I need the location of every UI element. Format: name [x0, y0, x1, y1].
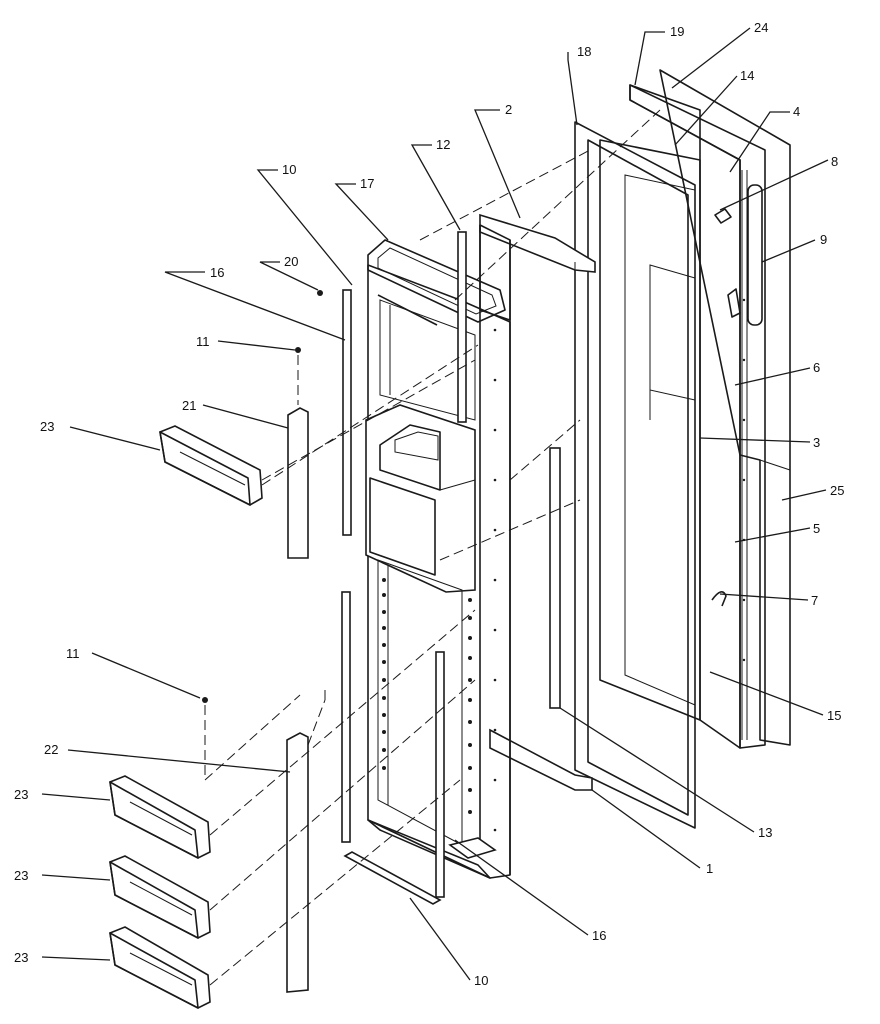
callout-23-d: 23	[14, 950, 28, 965]
door-handle	[747, 184, 763, 326]
screw-11-lower	[202, 697, 208, 703]
callout-24: 24	[754, 20, 768, 35]
rod-upper	[377, 294, 438, 326]
door-gasket	[574, 121, 696, 829]
callout-7: 7	[811, 593, 818, 608]
outer-door-shell	[629, 84, 766, 749]
trim-piece-21	[287, 407, 309, 559]
door-shelf-bin-3	[109, 855, 211, 939]
bottom-bracket	[448, 837, 497, 859]
gasket-strip	[549, 447, 561, 709]
bottom-cover	[489, 728, 593, 791]
callout-17: 17	[360, 176, 374, 191]
left-vertical-strip-upper	[342, 289, 352, 536]
callout-3: 3	[813, 435, 820, 450]
callout-20: 20	[284, 254, 298, 269]
callout-11-lower: 11	[66, 646, 80, 661]
callout-23-b: 23	[14, 787, 28, 802]
hinge-upper	[714, 208, 741, 318]
callout-23-a: 23	[40, 419, 54, 434]
door-shelf-bin-4	[109, 926, 211, 1009]
callout-4: 4	[793, 104, 800, 119]
callout-6: 6	[813, 360, 820, 375]
callout-10-lower: 10	[474, 973, 488, 988]
door-shelf-bin-1	[159, 425, 263, 506]
callout-5: 5	[813, 521, 820, 536]
screw-11-upper	[295, 347, 301, 353]
callout-22: 22	[44, 742, 58, 757]
screw-20	[317, 290, 323, 296]
callout-leaders	[41, 27, 829, 981]
callout-16-lower: 16	[592, 928, 606, 943]
callout-2: 2	[505, 102, 512, 117]
callout-13: 13	[758, 825, 772, 840]
left-vertical-strip-lower	[341, 591, 351, 843]
right-vertical-strip-lower	[435, 651, 445, 898]
callout-labels: 1 2 3 4 5 6 7 8 9 10 10 11 11 12 13 14 1…	[14, 20, 844, 988]
rear-vertical-strip	[457, 231, 467, 423]
callout-21: 21	[182, 398, 196, 413]
callout-12: 12	[436, 137, 450, 152]
callout-16-upper: 16	[210, 265, 224, 280]
callout-25: 25	[830, 483, 844, 498]
inner-door-liner	[599, 139, 701, 721]
rod-lower	[343, 851, 442, 905]
shelf-post-dimples	[382, 328, 497, 832]
callout-18: 18	[577, 44, 591, 59]
callout-10-upper: 10	[282, 162, 296, 177]
callout-1: 1	[706, 861, 713, 876]
trim-piece-22	[286, 732, 309, 993]
callout-8: 8	[831, 154, 838, 169]
callout-9: 9	[820, 232, 827, 247]
callout-14: 14	[740, 68, 754, 83]
callout-23-c: 23	[14, 868, 28, 883]
callout-15: 15	[827, 708, 841, 723]
hinge-lower	[711, 591, 727, 607]
alignment-lines	[204, 109, 661, 986]
door-shelf-bin-2	[109, 775, 211, 859]
callout-11-upper: 11	[196, 334, 210, 349]
callout-19: 19	[670, 24, 684, 39]
back-panel-sheet	[659, 69, 791, 746]
